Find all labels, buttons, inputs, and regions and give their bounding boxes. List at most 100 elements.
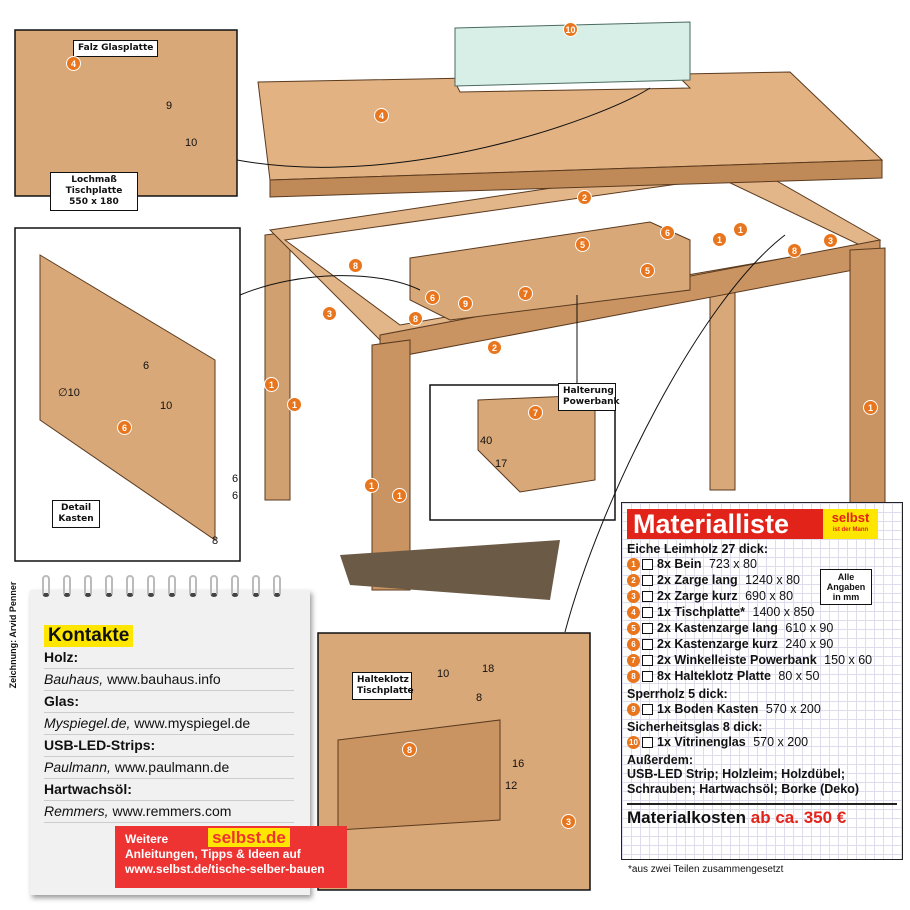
dim-label: 6 bbox=[232, 490, 239, 502]
dim-label: 8 bbox=[212, 535, 219, 547]
promo-text: Anleitungen, Tipps & Ideen auf bbox=[125, 847, 301, 861]
extras-text: USB-LED Strip; Holzleim; Holzdübel; Schr… bbox=[627, 767, 859, 796]
checkbox[interactable] bbox=[642, 736, 653, 748]
part-number-badge: 7 bbox=[518, 286, 533, 301]
part-number-badge: 3 bbox=[627, 589, 640, 603]
item-name: 2x Kastenzarge kurz bbox=[657, 637, 778, 651]
material-list-title: Materialliste bbox=[627, 509, 823, 539]
item-name: 2x Zarge kurz bbox=[657, 589, 738, 603]
contact-heading: Hartwachsöl: bbox=[44, 779, 294, 801]
dim-label: 18 bbox=[482, 663, 495, 675]
leg-front-right bbox=[849, 247, 886, 521]
item-name: 1x Boden Kasten bbox=[657, 702, 759, 716]
part-number-badge: 7 bbox=[528, 405, 543, 420]
item-size: 1240 x 80 bbox=[745, 573, 800, 587]
item-size: 690 x 80 bbox=[745, 589, 794, 603]
checkbox[interactable] bbox=[642, 638, 653, 650]
dim-label: 17 bbox=[495, 458, 508, 470]
checkbox[interactable] bbox=[642, 670, 653, 682]
glass-vitrine bbox=[454, 21, 691, 87]
footnote: *aus zwei Teilen zusammengesetzt bbox=[628, 864, 784, 875]
contact-url[interactable]: www.paulmann.de bbox=[114, 759, 230, 775]
checkbox[interactable] bbox=[642, 590, 653, 602]
contact-company: Myspiegel.de, bbox=[44, 715, 131, 731]
bark-decoration bbox=[340, 540, 560, 600]
logo-text: selbst bbox=[831, 510, 870, 525]
dim-label: 6 bbox=[143, 360, 150, 372]
part-number-badge: 6 bbox=[660, 225, 675, 240]
cost-value: ab ca. 350 € bbox=[750, 808, 847, 827]
part-number-badge: 1 bbox=[627, 557, 640, 571]
part-number-badge: 4 bbox=[374, 108, 389, 123]
checkbox[interactable] bbox=[642, 622, 653, 634]
part-number-badge: 2 bbox=[577, 190, 592, 205]
part-number-badge: 2 bbox=[627, 573, 640, 587]
label-halterung: Halterung Powerbank bbox=[558, 383, 620, 411]
part-number-badge: 10 bbox=[563, 22, 578, 37]
checkbox[interactable] bbox=[642, 558, 653, 570]
part-number-badge: 8 bbox=[348, 258, 363, 273]
checkbox[interactable] bbox=[642, 703, 653, 715]
selbst-logo: selbst.de bbox=[208, 828, 290, 847]
part-number-badge: 1 bbox=[392, 488, 407, 503]
item-size: 570 x 200 bbox=[753, 735, 809, 749]
contact-company: Paulmann, bbox=[44, 759, 111, 775]
part-number-badge: 5 bbox=[575, 237, 590, 252]
part-number-badge: 7 bbox=[627, 653, 640, 667]
dim-label: 16 bbox=[512, 758, 525, 770]
checkbox[interactable] bbox=[642, 574, 653, 586]
leg bbox=[264, 231, 291, 501]
part-number-badge: 1 bbox=[264, 377, 279, 392]
contact-entry: Myspiegel.de, www.myspiegel.de bbox=[44, 713, 294, 735]
promo-link[interactable]: www.selbst.de/tische-selber-bauen bbox=[125, 862, 325, 876]
part-number-badge: 1 bbox=[863, 400, 878, 415]
contact-heading: Glas: bbox=[44, 691, 294, 713]
part-number-badge: 6 bbox=[627, 637, 640, 651]
dim-label: ∅10 bbox=[58, 387, 80, 399]
part-number-badge: 3 bbox=[823, 233, 838, 248]
part-number-badge: 6 bbox=[425, 290, 440, 305]
contact-url[interactable]: www.bauhaus.info bbox=[107, 671, 221, 687]
item-name: 8x Halteklotz Platte bbox=[657, 669, 771, 683]
material-cost: Materialkosten ab ca. 350 € bbox=[627, 803, 897, 828]
dim-label: 6 bbox=[232, 473, 239, 485]
contacts-title: Kontakte bbox=[44, 625, 134, 647]
item-size: 723 x 80 bbox=[708, 557, 757, 571]
item-size: 80 x 50 bbox=[778, 669, 820, 683]
item-size: 1400 x 850 bbox=[752, 605, 815, 619]
units-note: Alle Angaben in mm bbox=[820, 569, 872, 605]
detail-falz-box bbox=[14, 29, 238, 197]
item-size: 610 x 90 bbox=[785, 621, 834, 635]
item-name: 1x Vitrinenglas bbox=[657, 735, 746, 749]
section-heading: Sperrholz 5 dick: bbox=[627, 687, 728, 701]
label-falz-glasplatte: Falz Glasplatte bbox=[73, 40, 159, 57]
checkbox[interactable] bbox=[642, 606, 653, 618]
dim-label: 40 bbox=[480, 435, 493, 447]
dim-label: 12 bbox=[505, 780, 518, 792]
contact-url[interactable]: www.remmers.com bbox=[112, 803, 232, 819]
part-number-badge: 1 bbox=[712, 232, 727, 247]
dim-label: 10 bbox=[185, 137, 198, 149]
dim-label: 10 bbox=[437, 668, 450, 680]
label-lochmass-size: 550 x 180 bbox=[69, 197, 119, 207]
dim-label: 10 bbox=[160, 400, 173, 412]
checkbox[interactable] bbox=[642, 654, 653, 666]
contact-url[interactable]: www.myspiegel.de bbox=[134, 715, 251, 731]
label-halteklotz: Halteklotz Tischplatte bbox=[352, 672, 414, 700]
material-item: 3 2x Zarge kurz 690 x 80 bbox=[627, 588, 897, 604]
label-detail-kasten: Detail Kasten bbox=[52, 500, 100, 528]
part-number-badge: 3 bbox=[561, 814, 576, 829]
contact-company: Bauhaus, bbox=[44, 671, 104, 687]
part-number-badge: 2 bbox=[487, 340, 502, 355]
contact-entry: Bauhaus, www.bauhaus.info bbox=[44, 669, 294, 691]
contact-entry: Remmers, www.remmers.com bbox=[44, 801, 294, 823]
